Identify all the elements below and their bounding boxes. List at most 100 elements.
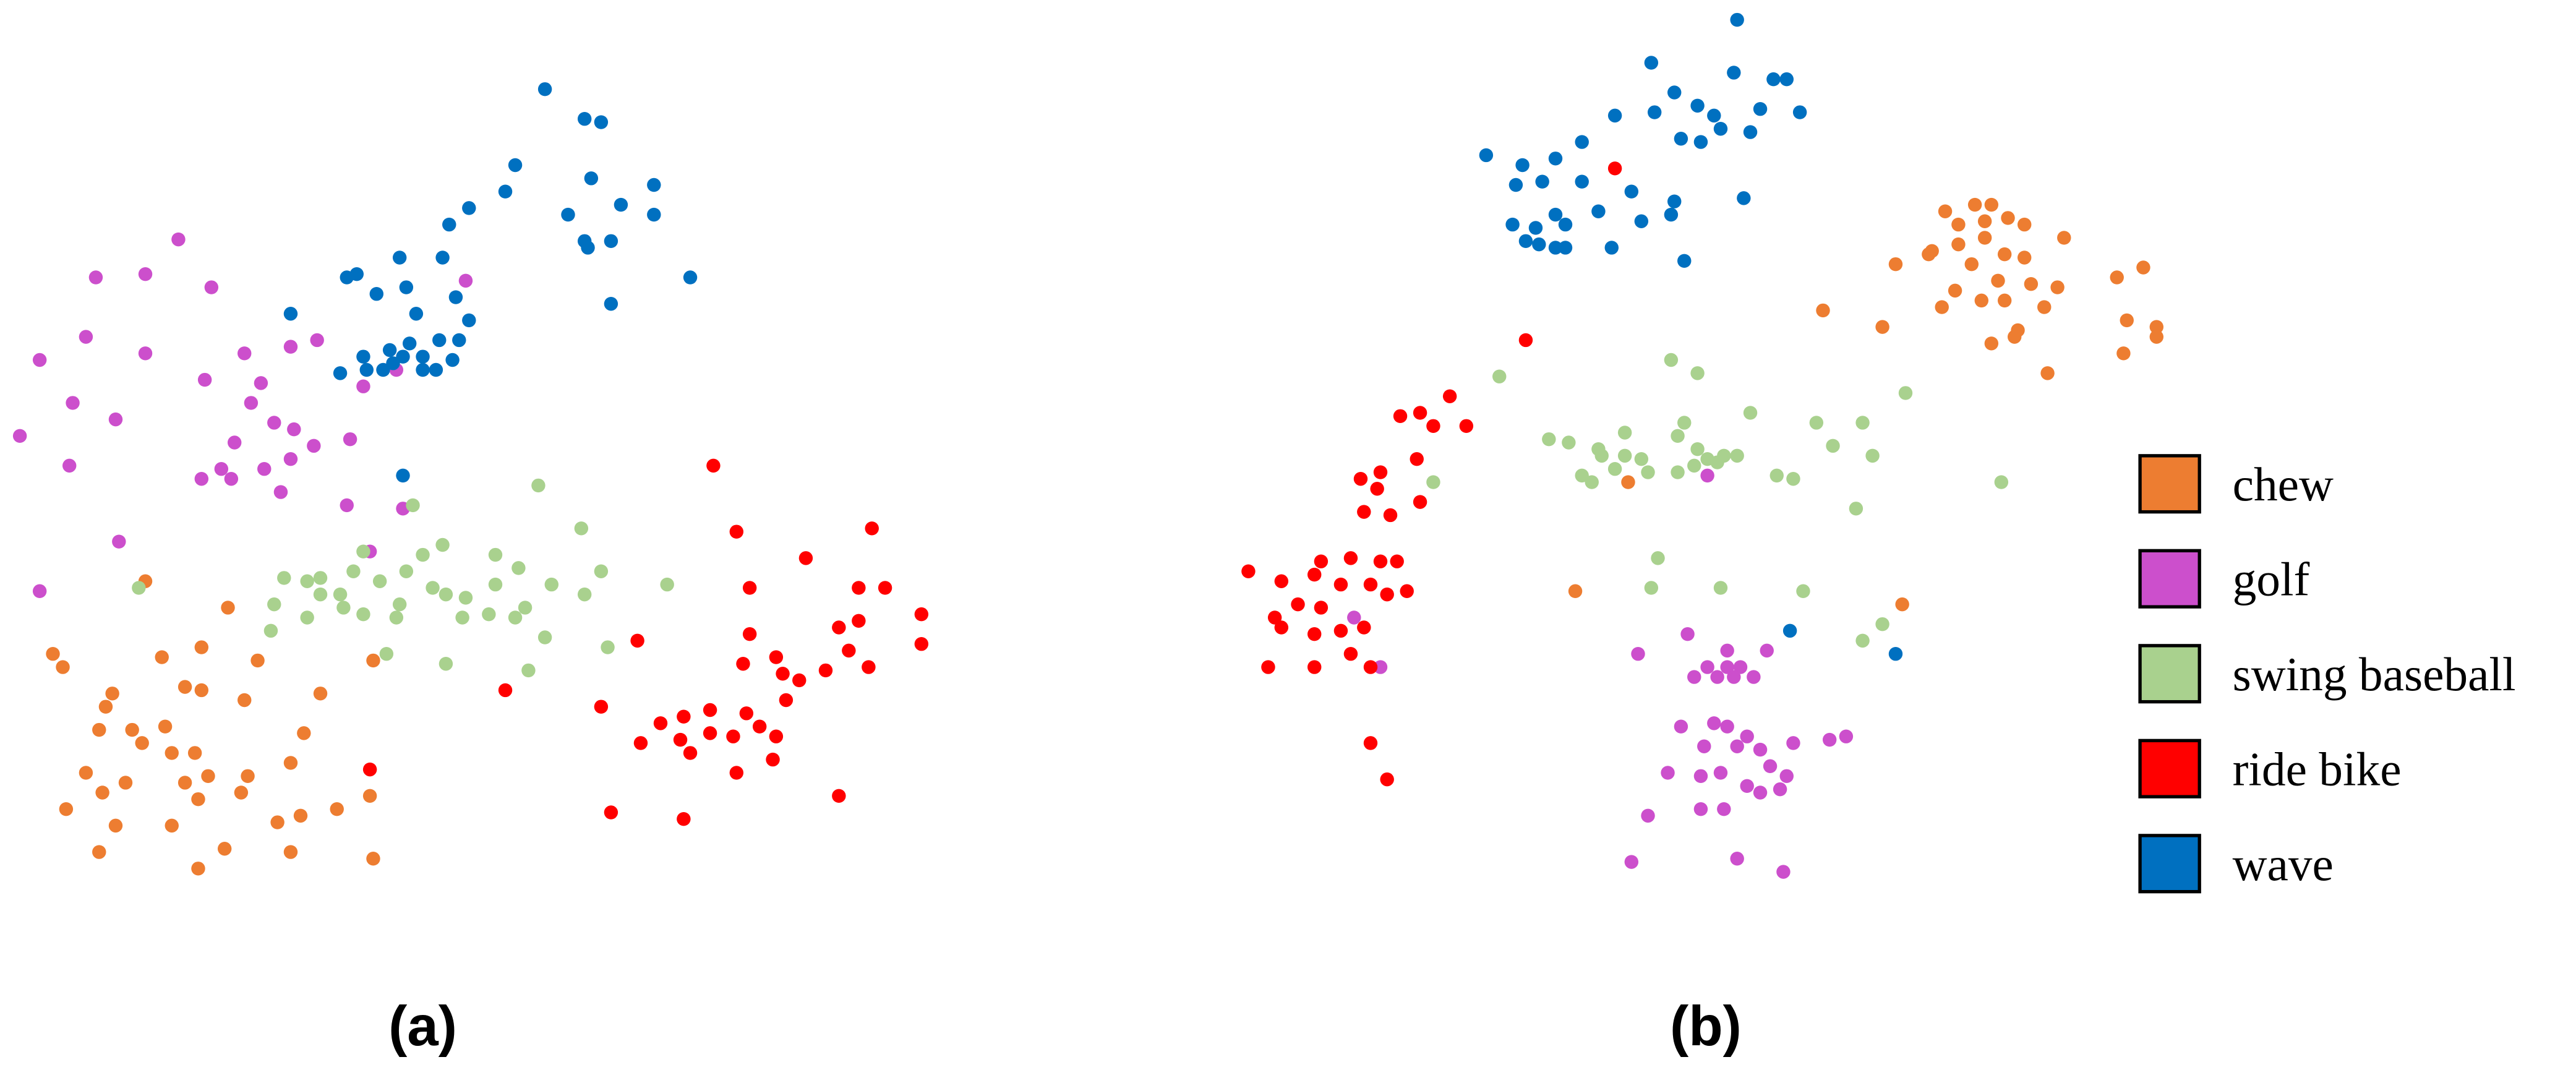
point-golf: [1707, 716, 1721, 730]
point-ride-bike: [1426, 419, 1440, 434]
point-swing-baseball: [1492, 369, 1507, 383]
point-chew: [283, 845, 298, 859]
point-wave: [1515, 158, 1530, 173]
legend-swatch-wave: [2138, 834, 2201, 894]
legend-label-wave: wave: [2233, 837, 2334, 891]
point-golf: [214, 461, 229, 476]
point-swing-baseball: [1575, 468, 1589, 483]
point-swing-baseball: [300, 610, 314, 625]
point-golf: [62, 458, 77, 473]
point-chew: [1967, 197, 1982, 212]
point-wave: [1737, 191, 1751, 205]
point-chew: [92, 845, 106, 859]
point-chew: [297, 726, 311, 740]
point-wave: [386, 356, 400, 370]
point-swing-baseball: [356, 544, 370, 559]
point-swing-baseball: [544, 577, 559, 592]
point-chew: [118, 776, 133, 790]
point-wave: [432, 333, 447, 348]
point-ride-bike: [1314, 554, 1329, 568]
point-swing-baseball: [1607, 461, 1622, 476]
point-swing-baseball: [406, 498, 420, 513]
point-wave: [1548, 241, 1563, 255]
point-chew: [59, 802, 74, 816]
point-swing-baseball: [1796, 584, 1810, 598]
point-ride-bike: [1380, 587, 1394, 602]
point-wave: [416, 349, 430, 364]
point-swing-baseball: [1562, 435, 1576, 450]
point-swing-baseball: [435, 537, 450, 552]
point-swing-baseball: [277, 571, 291, 585]
point-wave: [448, 290, 463, 304]
point-wave: [581, 241, 595, 255]
point-golf: [138, 346, 153, 361]
point-ride-bike: [1333, 623, 1348, 638]
point-golf: [254, 376, 268, 390]
point-ride-bike: [703, 703, 717, 717]
point-ride-bike: [769, 650, 784, 664]
point-ride-bike: [673, 732, 688, 747]
point-chew: [1922, 247, 1936, 262]
point-chew: [46, 647, 60, 661]
scatter-plot-b: [1241, 12, 2164, 879]
point-chew: [1984, 336, 1999, 351]
point-ride-bike: [769, 729, 784, 743]
point-golf: [273, 485, 288, 499]
point-swing-baseball: [1710, 455, 1724, 469]
point-ride-bike: [1373, 465, 1388, 479]
point-wave: [1792, 105, 1807, 119]
point-wave: [614, 197, 628, 212]
point-swing-baseball: [1898, 386, 1913, 400]
point-golf: [1720, 643, 1734, 658]
point-wave: [1607, 108, 1622, 123]
point-golf: [138, 267, 153, 281]
point-ride-bike: [798, 551, 813, 565]
point-swing-baseball: [267, 597, 281, 612]
point-chew: [1888, 257, 1903, 272]
point-wave: [376, 362, 390, 377]
point-golf: [171, 232, 186, 247]
point-chew: [1984, 197, 1999, 212]
point-swing-baseball: [346, 564, 361, 578]
point-golf: [1680, 627, 1695, 641]
point-ride-bike: [1413, 406, 1427, 420]
point-swing-baseball: [392, 597, 407, 612]
point-chew: [366, 653, 380, 668]
legend-label-ride-bike: ride bike: [2233, 742, 2402, 795]
point-wave: [1591, 204, 1606, 218]
point-wave: [1647, 105, 1662, 119]
point-chew: [1875, 320, 1889, 334]
point-ride-bike: [1413, 495, 1427, 509]
point-swing-baseball: [1644, 581, 1659, 595]
point-swing-baseball: [537, 630, 552, 644]
point-wave: [1518, 234, 1533, 248]
point-golf: [1693, 802, 1708, 816]
point-ride-bike: [630, 633, 644, 648]
point-ride-bike: [594, 700, 609, 714]
scatter-plot-a: [12, 82, 929, 876]
point-wave: [1727, 66, 1741, 80]
point-ride-bike: [1343, 647, 1358, 661]
point-ride-bike: [653, 716, 668, 730]
point-golf: [1624, 855, 1639, 869]
point-ride-bike: [1373, 554, 1388, 568]
point-ride-bike: [736, 657, 750, 671]
point-swing-baseball: [1713, 581, 1728, 595]
point-golf: [1693, 769, 1708, 783]
point-wave: [1674, 132, 1688, 146]
point-swing-baseball: [1594, 448, 1609, 463]
point-ride-bike: [752, 719, 767, 734]
point-chew: [2149, 330, 2164, 344]
point-wave: [1575, 135, 1589, 149]
point-ride-bike: [677, 811, 691, 826]
point-wave: [561, 207, 575, 222]
point-wave: [1667, 85, 1682, 100]
point-wave: [340, 270, 354, 285]
point-wave: [1532, 237, 1546, 252]
point-chew: [313, 687, 328, 701]
point-chew: [1964, 257, 1979, 272]
point-swing-baseball: [1769, 468, 1784, 483]
point-swing-baseball: [1651, 551, 1665, 565]
point-ride-bike: [703, 726, 717, 740]
